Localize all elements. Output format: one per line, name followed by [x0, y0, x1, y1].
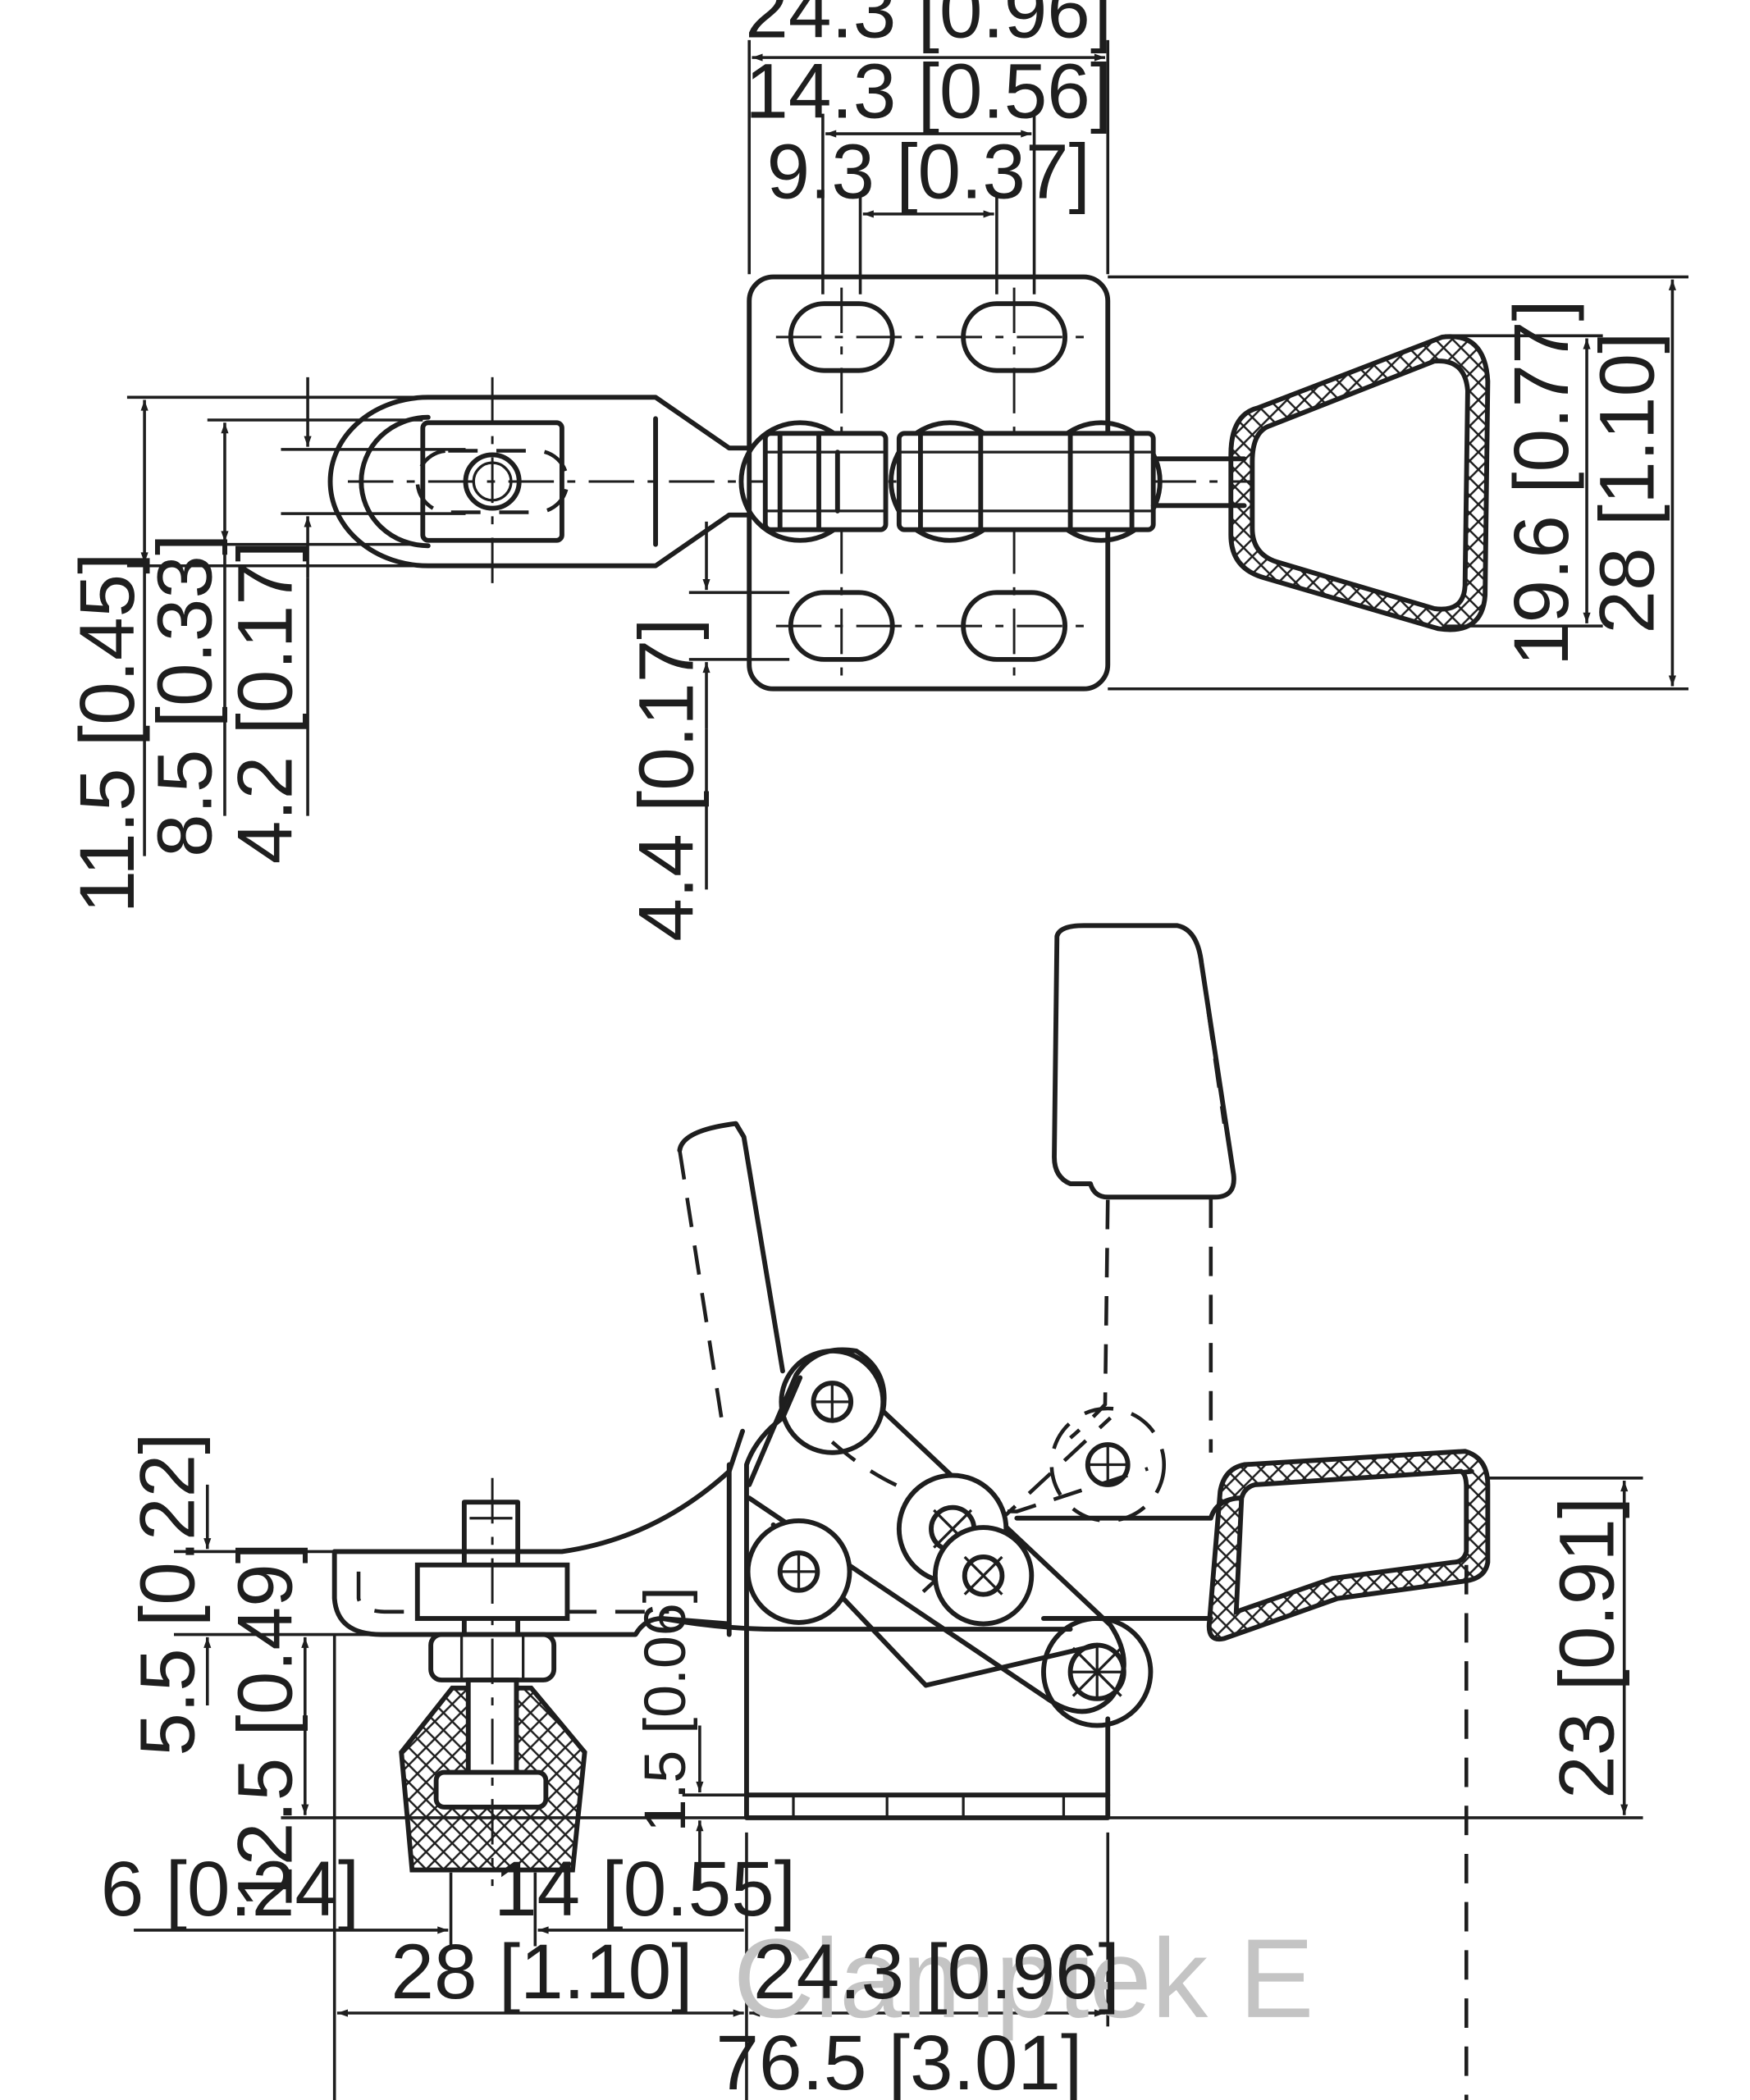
dim-bolt-hole: 4.2 [0.17] [222, 541, 308, 864]
dim-arm-thickness: 5.5 [0.22] [124, 1432, 211, 1755]
handle-grip-top [1228, 334, 1491, 632]
handle-up-phantom [1052, 923, 1236, 1453]
side-view: 5.5 [0.22] 12.5 [0.49] 1.5 [0.06] 23 [0.… [101, 923, 1643, 2100]
dim-base-width: 24.3 [0.96] [753, 1929, 1120, 2016]
dim-slot-width: 8.5 [0.33] [142, 534, 229, 857]
spindle-assembly [399, 1477, 587, 1887]
clamp-arm-top [327, 377, 1472, 589]
dim-arm-height: 12.5 [0.49] [222, 1542, 308, 1909]
top-view-dimension-lines [126, 39, 1688, 890]
pivot-pins [745, 1348, 1167, 1627]
top-view: 24.3 [0.96] 14.3 [0.56] 9.3 [0.37] 28 [1… [64, 0, 1688, 942]
linkage-top [738, 420, 1247, 543]
dim-overall-width: 24.3 [0.96] [745, 0, 1112, 55]
dim-base-height: 28 [1.10] [1584, 332, 1671, 634]
dim-reach: 28 [1.10] [391, 1929, 692, 2016]
handle-open-phantom [677, 1121, 785, 1425]
handle-closed-side [1014, 1449, 1491, 1642]
dim-arm-width: 11.5 [0.45] [64, 553, 151, 914]
dim-spindle-offset: 6 [0.24] [101, 1846, 359, 1933]
dim-overall-length: 76.5 [3.01] [715, 2020, 1082, 2100]
side-view-dimension-lines [134, 1476, 1643, 2100]
dim-hole-spacing-outer: 14.3 [0.56] [745, 48, 1112, 135]
dim-hole-width: 4.4 [0.17] [624, 618, 711, 941]
watermark: Clamptek E [733, 1916, 1314, 2042]
dim-hole-spacing-inner: 9.3 [0.37] [767, 128, 1090, 215]
dim-base-thickness: 1.5 [0.06] [633, 1586, 698, 1832]
dim-handle-height: 19.6 [0.77] [1498, 299, 1585, 666]
dim-handle-height: 23 [0.91] [1544, 1497, 1631, 1799]
base-foot [744, 1792, 1111, 1820]
dim-spindle-to-base: 14 [0.55] [494, 1846, 796, 1933]
